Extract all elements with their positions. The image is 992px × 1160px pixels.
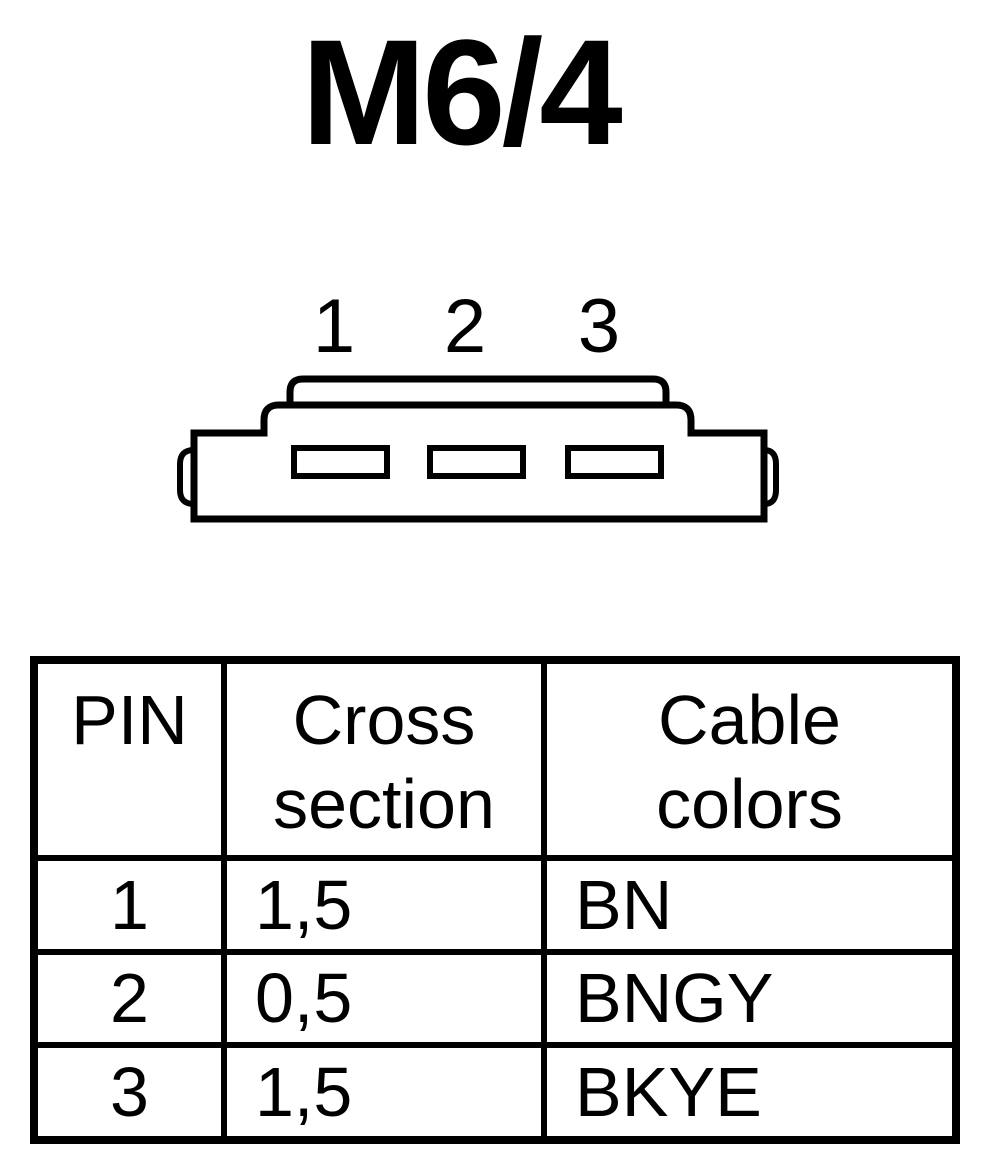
cell-cable-color: BKYE [541,1042,959,1143]
cell-cross-section: 0,5 [221,948,547,1049]
pin-label-2: 2 [444,284,486,369]
left-latch [177,447,195,507]
header-pin: PIN [31,657,227,861]
table-row: 1 1,5 BN [31,854,959,955]
table-row: 2 0,5 BNGY [31,948,959,1049]
cell-cross-section: 1,5 [221,1042,547,1143]
header-colors-line2: colors [656,765,843,843]
cell-cable-color: BNGY [541,948,959,1049]
cell-pin: 3 [31,1042,227,1143]
pin-slot-2 [427,445,526,479]
pin-assignment-table: PIN Cross section Cable colors 1 1,5 BN … [30,656,960,1144]
table-row: 3 1,5 BKYE [31,1042,959,1143]
connector-key-tab [286,375,670,404]
table-header-row: PIN Cross section Cable colors [31,657,959,861]
header-cross-section: Cross section [221,657,547,861]
pin-slot-1 [291,445,390,479]
pin-label-3: 3 [578,284,620,369]
right-latch [763,447,779,507]
diagram-title: M6/4 [301,8,622,176]
header-colors-line1: Cable [658,681,841,759]
cell-cable-color: BN [541,854,959,955]
cell-pin: 1 [31,854,227,955]
header-pin-label: PIN [71,681,188,759]
pin-slot-3 [565,445,664,479]
cell-pin: 2 [31,948,227,1049]
pin-label-1: 1 [313,284,355,369]
header-cross-line2: section [273,765,495,843]
connector-drawing: 1 2 3 [177,284,779,523]
header-cross-line1: Cross [292,681,476,759]
header-cable-colors: Cable colors [541,657,959,861]
cell-cross-section: 1,5 [221,854,547,955]
